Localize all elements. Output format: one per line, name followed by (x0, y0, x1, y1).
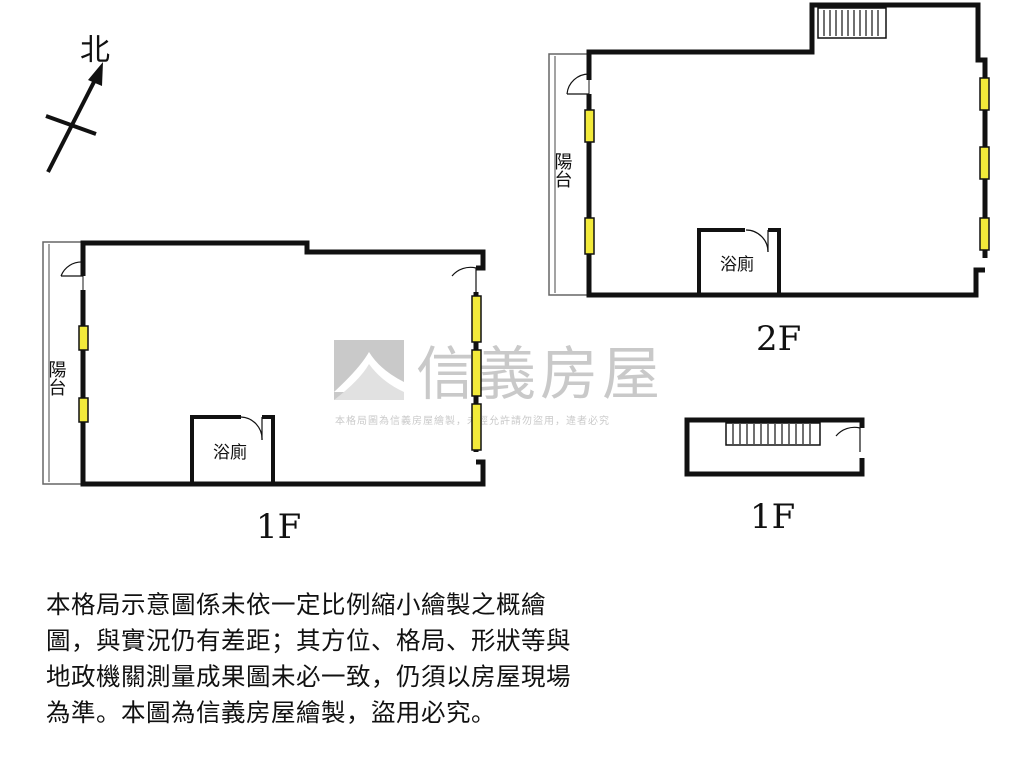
staircase-1f-treads (732, 424, 811, 444)
floor-plan-1f-main: 陽台 浴廁 1F (42, 240, 486, 547)
windows-2f (584, 77, 990, 255)
wall-2f-left (586, 94, 985, 298)
bathroom-2f-label: 浴廁 (720, 254, 754, 275)
balcony-2f-label: 陽台 (552, 152, 573, 188)
bathroom-2f (697, 228, 781, 295)
watermark-logo-icon (334, 340, 404, 400)
floor-plan-2f: 陽台 浴廁 (548, 2, 990, 359)
door-1f-bath-icon (240, 416, 263, 441)
compass-arrow-icon (88, 62, 103, 86)
compass-north-label: 北 (80, 33, 110, 68)
wall-2f-outline (586, 2, 988, 80)
floor-plan-1f-stair: 1F (684, 417, 865, 537)
window-1f-left-2 (78, 397, 89, 423)
window-2f-right-1 (979, 77, 990, 111)
watermark: 信義房屋 本格局圖為信義房屋繪製，未經允許請勿盜用，違者必究 (334, 340, 664, 427)
staircase-2f-treads (823, 10, 879, 36)
window-1f-right-3 (471, 403, 482, 451)
window-2f-right-3 (979, 217, 990, 251)
door-1f-stair-icon (835, 426, 861, 437)
watermark-brand: 信義房屋 (416, 340, 664, 408)
floor-1f-main-label: 1F (256, 507, 301, 547)
window-2f-right-2 (979, 146, 990, 180)
window-1f-left-1 (78, 325, 89, 351)
staircase-2f-frame (817, 7, 887, 39)
window-2f-left-1 (584, 109, 595, 143)
staircase-2f (817, 7, 887, 39)
floor-2f-label: 2F (756, 319, 801, 359)
window-1f-right-1 (471, 295, 482, 343)
door-1f-right-icon (451, 266, 477, 277)
bathroom-1f-label: 浴廁 (213, 442, 247, 463)
north-compass: 北 (45, 33, 110, 173)
wall-1f-outline (80, 240, 486, 276)
door-2f-bath-icon (745, 229, 769, 253)
bathroom-1f (190, 415, 275, 484)
window-1f-right-2 (471, 349, 482, 397)
disclaimer-text: 本格局示意圖係未依一定比例縮小繪製之概繪圖，與實況仍有差距；其方位、格局、形狀等… (46, 590, 571, 727)
windows-1f (78, 295, 482, 451)
door-2f-left-icon (566, 73, 590, 95)
floor-1f-stair-label: 1F (750, 497, 795, 537)
door-1f-left-icon (60, 261, 84, 277)
wall-1f-stair-outline (684, 417, 865, 477)
balcony-1f-label: 陽台 (46, 360, 67, 396)
staircase-1f-frame (725, 422, 821, 446)
compass-crossbar (45, 114, 97, 136)
window-2f-left-2 (584, 217, 595, 255)
staircase-1f (725, 422, 821, 446)
